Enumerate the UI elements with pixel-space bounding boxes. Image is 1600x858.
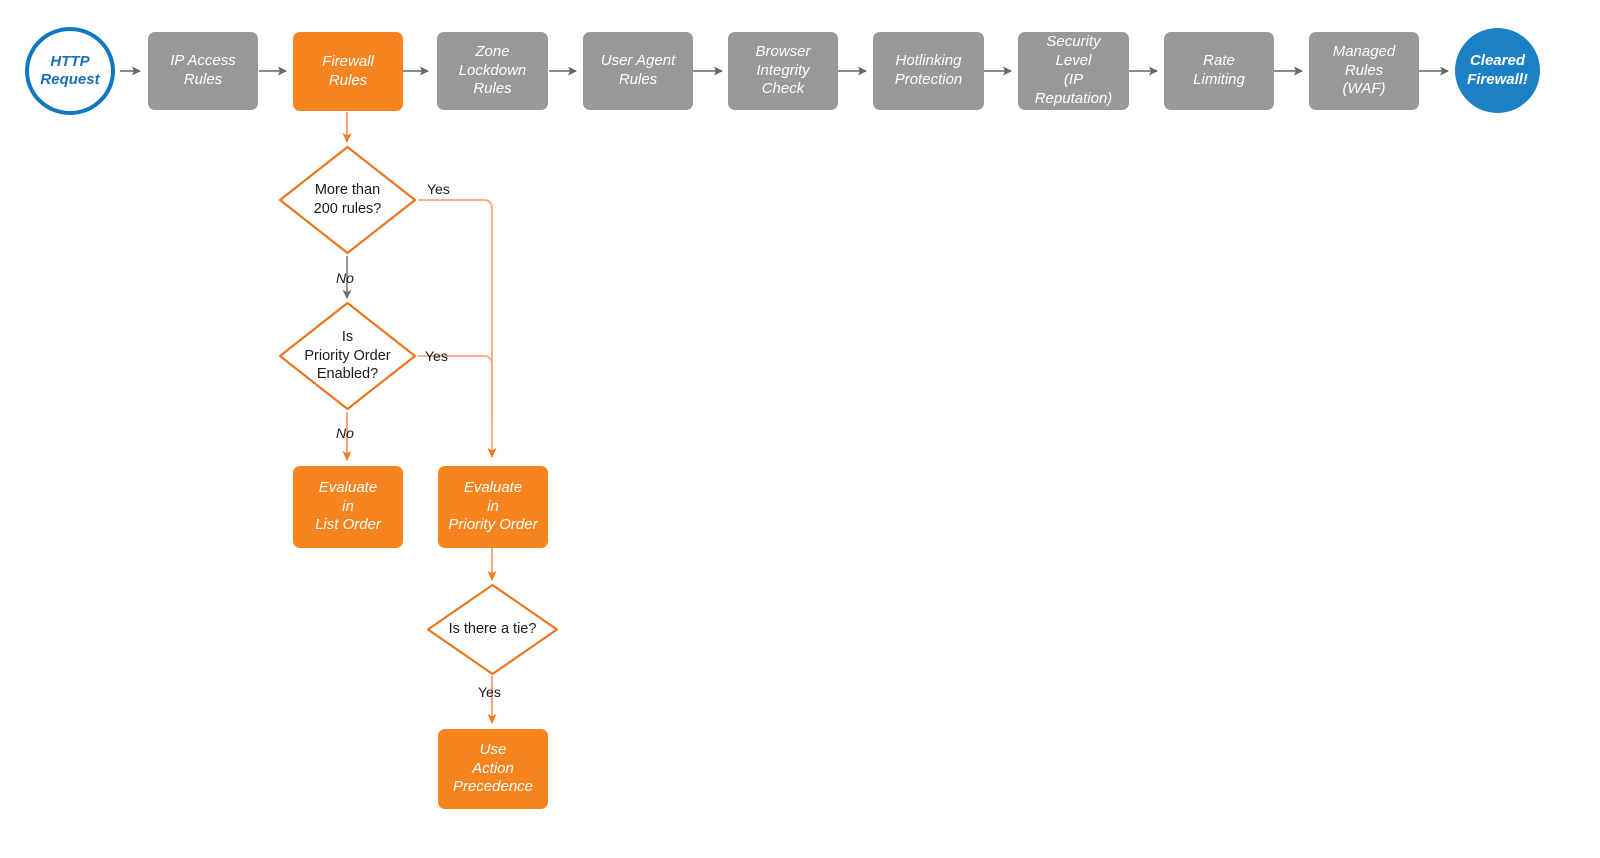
edge-priority-order-yes bbox=[418, 355, 493, 420]
node-hotlinking-protection[interactable]: Hotlinking Protection bbox=[873, 32, 984, 110]
edge-label-more-than-200-yes: Yes bbox=[427, 181, 450, 197]
node-label: Cleared Firewall! bbox=[1467, 52, 1528, 88]
edge-label-priority-order-yes: Yes bbox=[425, 348, 448, 364]
node-use-action-precedence[interactable]: Use Action Precedence bbox=[438, 729, 548, 809]
decision-is-there-a-tie[interactable]: Is there a tie? bbox=[425, 582, 560, 677]
node-label: Use Action Precedence bbox=[452, 740, 534, 796]
edge-more-than-200-yes bbox=[418, 199, 497, 458]
node-evaluate-in-list-order[interactable]: Evaluate in List Order bbox=[293, 466, 403, 548]
node-rate-limiting[interactable]: Rate Limiting bbox=[1164, 32, 1274, 110]
decision-label: Is Priority Order Enabled? bbox=[304, 329, 391, 383]
decision-is-priority-order-enabled[interactable]: Is Priority Order Enabled? bbox=[277, 300, 418, 412]
node-cleared-firewall[interactable]: Cleared Firewall! bbox=[1455, 28, 1540, 113]
diamond-shape bbox=[278, 145, 417, 255]
node-label: Zone Lockdown Rules bbox=[458, 42, 527, 98]
decision-label: Is there a tie? bbox=[448, 621, 537, 638]
node-label: Evaluate in Priority Order bbox=[448, 478, 538, 534]
node-security-level[interactable]: Security Level (IP Reputation) bbox=[1018, 32, 1129, 110]
node-managed-rules-waf[interactable]: Managed Rules (WAF) bbox=[1309, 32, 1419, 110]
node-label: Firewall Rules bbox=[322, 52, 374, 89]
node-label: User Agent Rules bbox=[600, 52, 676, 88]
node-label: Rate Limiting bbox=[1193, 52, 1245, 88]
decision-more-than-200-rules[interactable]: More than 200 rules? bbox=[277, 144, 418, 256]
diamond-shape bbox=[426, 583, 559, 676]
decision-label: More than 200 rules? bbox=[313, 182, 382, 217]
node-label: Evaluate in List Order bbox=[315, 478, 381, 534]
node-zone-lockdown-rules[interactable]: Zone Lockdown Rules bbox=[437, 32, 548, 110]
node-label: Browser Integrity Check bbox=[755, 42, 811, 98]
node-label: Hotlinking Protection bbox=[894, 52, 963, 88]
edge-label-more-than-200-no: No bbox=[336, 270, 354, 286]
node-label: IP Access Rules bbox=[170, 52, 236, 88]
node-user-agent-rules[interactable]: User Agent Rules bbox=[583, 32, 693, 110]
node-http-request[interactable]: HTTP Request bbox=[25, 27, 115, 115]
node-ip-access-rules[interactable]: IP Access Rules bbox=[148, 32, 258, 110]
node-browser-integrity-check[interactable]: Browser Integrity Check bbox=[728, 32, 838, 110]
node-firewall-rules[interactable]: Firewall Rules bbox=[293, 32, 403, 111]
node-label: Managed Rules (WAF) bbox=[1332, 42, 1396, 98]
node-evaluate-in-priority-order[interactable]: Evaluate in Priority Order bbox=[438, 466, 548, 548]
node-label: Security Level (IP Reputation) bbox=[1034, 33, 1113, 107]
diamond-shape bbox=[278, 301, 417, 411]
node-label: HTTP Request bbox=[40, 52, 100, 88]
edge-label-priority-order-no: No bbox=[336, 425, 354, 441]
edge-label-tie-yes: Yes bbox=[478, 684, 501, 700]
